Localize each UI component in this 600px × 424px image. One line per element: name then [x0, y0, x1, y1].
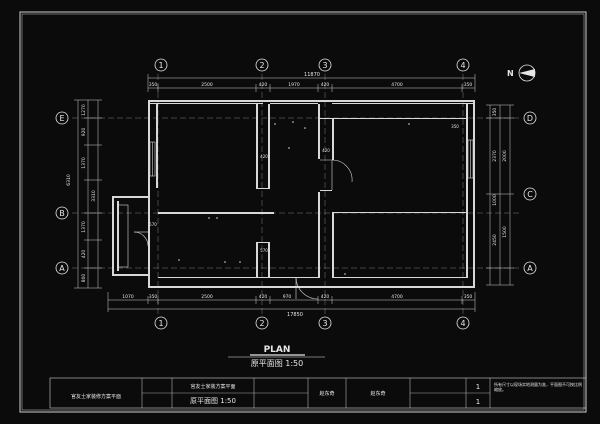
axis-label: 1 — [158, 61, 163, 70]
project-label: 官友士家装方案平面 — [190, 383, 235, 390]
dim-label: 350 — [451, 124, 459, 129]
dim-label: 1370 — [81, 221, 87, 233]
axis-label: 1 — [158, 319, 163, 328]
dim-label: 350 — [149, 82, 158, 88]
dim-label: 2000 — [502, 150, 508, 162]
walls — [112, 100, 475, 288]
dim-label: 3310 — [91, 190, 97, 202]
room-dim-labels: 420 420 570 570 350 — [149, 124, 459, 253]
note-box: 所有尺寸以现场实地测量为准，平面图不可按比例缩放。 — [494, 382, 582, 392]
dim-total-bottom: 17850 — [287, 312, 303, 318]
row-axis-right: D C A — [523, 111, 537, 275]
dim-label: 1070 — [122, 294, 134, 300]
dim-label: 420 — [260, 154, 268, 159]
dim-label: 2370 — [492, 150, 498, 162]
dim-label: 350 — [149, 294, 158, 300]
dim-label: 570 — [260, 248, 268, 253]
axis-label: 4 — [460, 61, 465, 70]
right-dim-labels: 2370 2000 350 1000 1500 2450 — [492, 108, 508, 246]
dim-label: 1270 — [81, 104, 87, 116]
dim-label: 570 — [149, 222, 157, 227]
left-dim-labels: 1270 920 1370 3310 1370 420 800 — [81, 104, 97, 282]
col-axis-bottom: 1 2 3 4 — [154, 316, 470, 330]
north-label: N — [507, 69, 514, 78]
north-arrow: N — [507, 64, 536, 82]
dim-label: 1000 — [492, 194, 498, 206]
axis-label: 4 — [460, 319, 465, 328]
dim-label: 1370 — [81, 157, 87, 169]
dim-total-left: 6310 — [66, 174, 72, 186]
axis-label: 3 — [322, 319, 327, 328]
dim-label: 350 — [492, 108, 498, 117]
dim-label: 1500 — [502, 226, 508, 238]
dim-label: 350 — [464, 294, 473, 300]
axis-label: E — [59, 114, 64, 123]
checker-signature: 赵东奇 — [370, 390, 385, 397]
dim-label: 420 — [321, 294, 330, 300]
drawing-name: 原平面图 1:50 — [190, 397, 236, 405]
axis-label: B — [59, 209, 65, 218]
axis-label: 2 — [259, 61, 264, 70]
company-name: 官友士家装修方案平面 — [71, 393, 121, 400]
dim-label: 970 — [283, 294, 292, 300]
axis-label: 2 — [259, 319, 264, 328]
title-block: 官友士家装修方案平面 官友士家装方案平面 原平面图 1:50 赵东奇 赵东奇 1… — [49, 377, 587, 409]
sheet-total: 1 — [476, 398, 480, 406]
plan-title: PLAN 原平面图 1:50 — [228, 345, 325, 368]
right-dimension-chain — [486, 104, 514, 286]
axis-lines — [72, 74, 522, 316]
sheet-number: 1 — [476, 383, 480, 391]
dim-label: 2500 — [201, 294, 213, 300]
axis-label: A — [527, 264, 533, 273]
dim-label: 1970 — [288, 82, 300, 88]
dim-label: 420 — [259, 82, 268, 88]
dim-label: 420 — [322, 148, 330, 153]
dim-total-top: 11870 — [304, 72, 320, 78]
left-dimension-chain — [74, 99, 102, 289]
dim-label: 420 — [259, 294, 268, 300]
top-dimension-chain — [147, 74, 476, 92]
dim-label: 350 — [464, 82, 473, 88]
dim-label: 2500 — [201, 82, 213, 88]
dim-label: 420 — [321, 82, 330, 88]
plan-title-text: PLAN — [264, 345, 291, 355]
axis-label: A — [59, 264, 65, 273]
bottom-dimension-chain — [107, 292, 476, 312]
dim-label: 920 — [81, 128, 87, 137]
doors — [133, 159, 353, 300]
bottom-dim-labels: 1070 350 2500 420 970 420 4700 350 — [122, 294, 472, 300]
general-note: 所有尺寸以现场实地测量为准，平面图不可按比例缩放。 — [494, 382, 582, 392]
col-axis-top: 1 2 3 4 — [154, 58, 470, 72]
axis-label: 3 — [322, 61, 327, 70]
plan-subtitle: 原平面图 1:50 — [251, 359, 304, 368]
top-dim-labels: 350 2500 420 1970 420 4700 350 — [149, 82, 473, 88]
designer-signature: 赵东奇 — [319, 390, 334, 397]
axis-label: D — [527, 114, 533, 123]
dim-label: 4700 — [391, 294, 403, 300]
dim-label: 800 — [81, 274, 87, 283]
dim-label: 4700 — [391, 82, 403, 88]
axis-label: C — [527, 190, 533, 199]
sheet-border — [19, 11, 587, 413]
dim-label: 2450 — [492, 234, 498, 246]
row-axis-left: E B A — [55, 111, 69, 275]
windows — [117, 139, 474, 268]
dim-label: 420 — [81, 250, 87, 259]
fixtures — [178, 121, 410, 275]
